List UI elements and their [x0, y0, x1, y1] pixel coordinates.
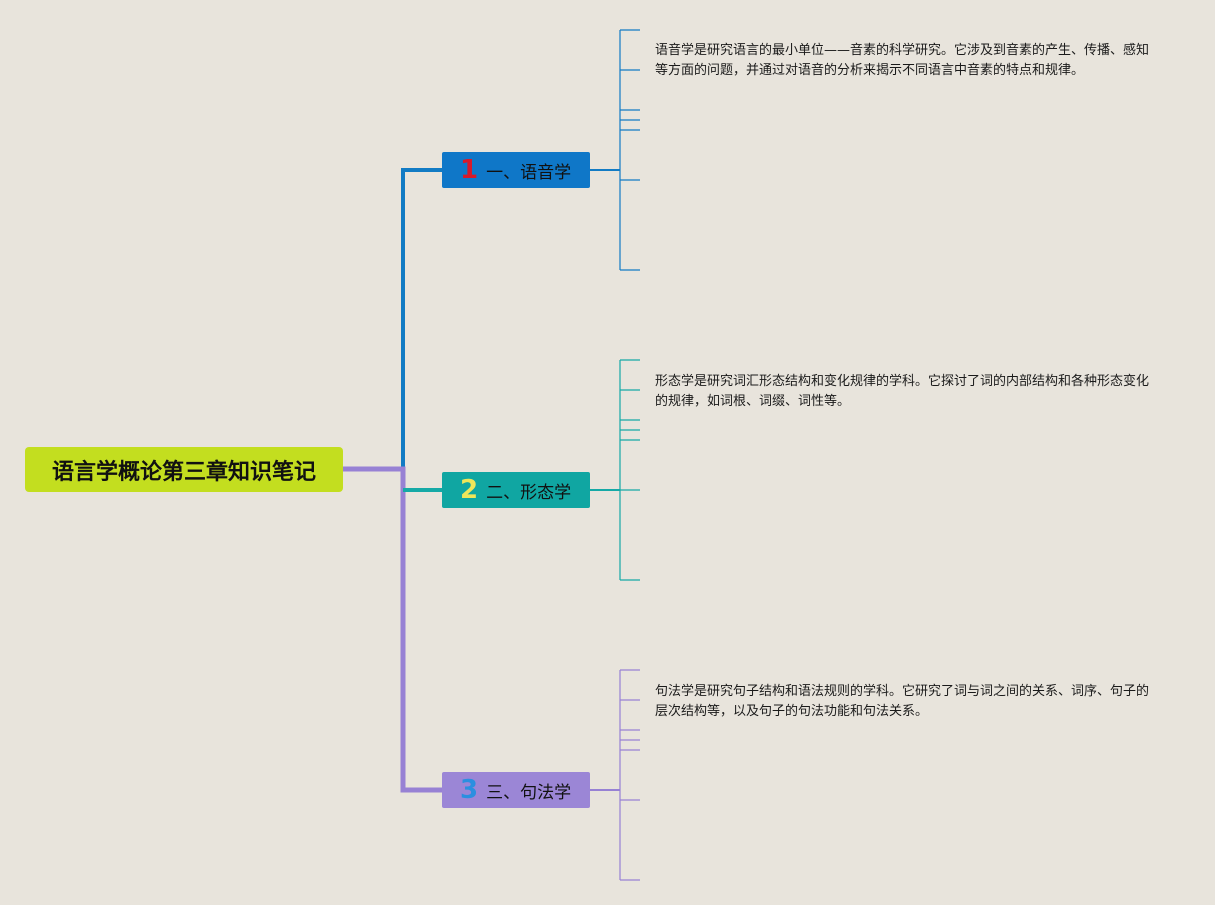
note-phonetics[interactable]: 语音学是研究语言的最小单位——音素的科学研究。它涉及到音素的产生、传播、感知等方…: [655, 43, 1150, 78]
branch-number-badge: 2: [460, 475, 479, 505]
branch-label: 一、语音学: [486, 162, 572, 183]
connector-root-branch-3: [343, 466, 442, 793]
branch-number-badge: 1: [460, 155, 479, 185]
branch-label: 三、句法学: [486, 782, 572, 803]
branch-number-badge: 3: [460, 775, 479, 805]
note-morphology[interactable]: 形态学是研究词汇形态结构和变化规律的学科。它探讨了词的内部结构和各种形态变化的规…: [655, 374, 1150, 409]
branch-label: 二、形态学: [486, 482, 572, 503]
branch-topic-syntax[interactable]: 3 三、句法学: [442, 772, 590, 808]
central-topic-label: 语言学概论第三章知识笔记: [51, 459, 316, 485]
connector-root-branch-1: [343, 168, 442, 471]
note-syntax[interactable]: 句法学是研究句子结构和语法规则的学科。它研究了词与词之间的关系、词序、句子的层次…: [655, 684, 1150, 719]
branch-topic-morphology[interactable]: 2 二、形态学: [442, 472, 590, 508]
central-topic[interactable]: 语言学概论第三章知识笔记: [25, 447, 343, 492]
branch-topic-phonetics[interactable]: 1 一、语音学: [442, 152, 590, 188]
